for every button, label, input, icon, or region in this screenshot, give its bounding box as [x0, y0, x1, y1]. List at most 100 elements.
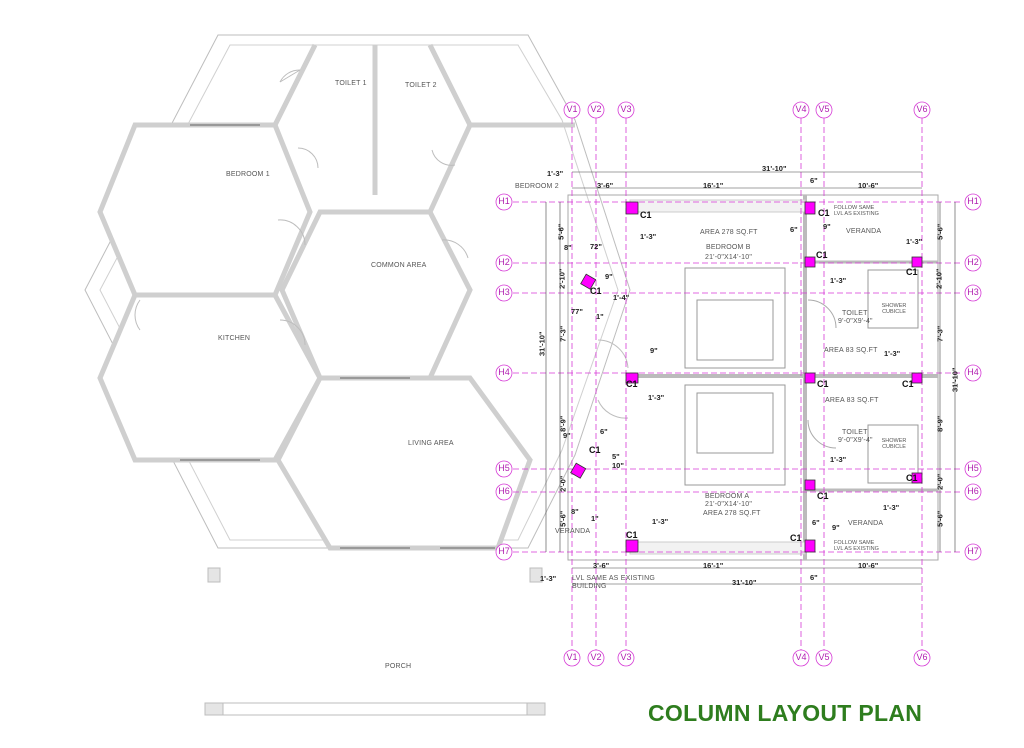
dim-top-31-10: 31'-10"	[762, 164, 787, 173]
door-swing-9	[597, 399, 629, 419]
bubble-h7-r	[964, 543, 982, 561]
bubble-v6-bot	[913, 649, 931, 667]
column-tag: C1	[626, 379, 638, 389]
column	[804, 372, 816, 384]
column	[911, 472, 923, 484]
grid-label-h4-left: H4	[498, 367, 510, 377]
grid-label-h2-right: H2	[967, 257, 979, 267]
dim-top-1-3: 1'-3"	[547, 169, 564, 178]
bubble-h1-r	[964, 193, 982, 211]
grid-label-v5-top: V5	[818, 104, 830, 114]
door-swing-6	[134, 299, 141, 331]
room-label-veranda-top: VERANDA	[846, 228, 882, 235]
bubble-v1-bot	[563, 649, 581, 667]
column-tag: C1	[790, 533, 802, 543]
dim-top-6: 6"	[810, 176, 818, 185]
grid-bubbles	[495, 101, 982, 667]
grid-label-h3-right: H3	[967, 287, 979, 297]
bubble-v6-top	[913, 101, 931, 119]
bubble-h4-l	[495, 364, 513, 382]
dim-6-b: 6"	[812, 518, 820, 527]
room-label-shower-bot: SHOWER CUBICLE	[881, 438, 907, 451]
porch-pillar-right	[529, 567, 543, 583]
column	[625, 201, 639, 215]
dim-1: 1"	[596, 312, 604, 321]
dim-8-a: 8"	[564, 243, 572, 252]
door-swing-3	[431, 149, 456, 166]
bubble-h3-r	[964, 284, 982, 302]
dimension-lines	[545, 171, 956, 585]
shower-top	[867, 269, 919, 329]
dim-1-b: 1"	[591, 514, 599, 523]
door-extension-b	[807, 299, 837, 329]
column	[580, 273, 597, 290]
door-arc-1	[279, 69, 301, 83]
room-label-toilet-top: TOILET	[842, 310, 868, 317]
dim-1-3-e: 1'-3"	[648, 393, 665, 402]
bubble-h1-l	[495, 193, 513, 211]
dim-10: 10"	[612, 461, 624, 470]
grid-label-h5-right: H5	[967, 463, 979, 473]
room-label-bedroom-a: BEDROOM A	[705, 493, 750, 500]
bubble-v2-top	[587, 101, 605, 119]
bubble-h6-l	[495, 483, 513, 501]
grid-label-h4-right: H4	[967, 367, 979, 377]
column-tag: C1	[906, 473, 918, 483]
room-label-area-278-top: AREA 278 SQ.FT	[700, 229, 758, 236]
grid-label-h7-left: H7	[498, 546, 510, 556]
dim-9-c: 9"	[832, 523, 840, 532]
dim-9-e: 9"	[563, 431, 571, 440]
column	[804, 256, 816, 268]
column-tag: C1	[817, 379, 829, 389]
dim-1-3-b: 1'-3"	[906, 237, 923, 246]
room-label-toilet-bot-size: 9'-0"X9'-4"	[838, 437, 873, 444]
grid-label-h1-left: H1	[498, 196, 510, 206]
grid-label-v3-bot: V3	[620, 652, 632, 662]
column	[911, 372, 923, 384]
dim-9-a: 9"	[823, 222, 831, 231]
dim-9-b: 9"	[650, 346, 658, 355]
dim-left-2-0: 2'-0"	[558, 475, 568, 492]
grid-label-h6-right: H6	[967, 486, 979, 496]
door-swing-1	[279, 69, 301, 83]
dim-1-4: 1'-4"	[613, 293, 630, 302]
dim-bot-6: 6"	[810, 573, 818, 582]
dim-left-2-10: 2'-10"	[557, 268, 567, 289]
door-swing-2	[297, 147, 319, 169]
column	[804, 201, 816, 215]
dim-top-10-6: 10'-6"	[858, 181, 879, 190]
room-label-veranda-bot: VERANDA	[848, 520, 884, 527]
column-tag: C1	[816, 250, 828, 260]
living-area-hex	[275, 375, 533, 551]
dim-bot-31-10: 31'-10"	[732, 578, 757, 587]
bubble-v4-top	[792, 101, 810, 119]
column	[911, 256, 923, 268]
note-lvl-same-2: BUILDING	[572, 583, 607, 590]
grid-label-v2-bot: V2	[590, 652, 602, 662]
room-label-toilet-bot: TOILET	[842, 429, 868, 436]
drawing-title: COLUMN LAYOUT PLAN	[648, 700, 923, 726]
room-label-bedroom2: BEDROOM 2	[515, 183, 559, 190]
grid-label-v4-top: V4	[795, 104, 807, 114]
dim-top-3-6: 3'-6"	[597, 181, 614, 190]
dim-left-8-9: 8'-9"	[558, 415, 568, 432]
door-swing-7	[279, 319, 306, 346]
grid-label-h7-right: H7	[967, 546, 979, 556]
dim-1-3-h: 1'-3"	[652, 517, 669, 526]
bubble-v4-bot	[792, 649, 810, 667]
bed-a	[684, 384, 786, 486]
bubble-v5-top	[815, 101, 833, 119]
toilet-wall-1	[272, 43, 318, 127]
columns	[570, 201, 923, 553]
column-tag: C1	[902, 379, 914, 389]
column-tag: C1	[589, 445, 601, 455]
grid-label-v1-bot: V1	[566, 652, 578, 662]
dim-1-3-g: 1'-3"	[883, 503, 900, 512]
dim-bot-3-6: 3'-6"	[593, 561, 610, 570]
room-label-shower-top: SHOWER CUBICLE	[881, 303, 907, 316]
dim-left-31-10: 31'-10"	[537, 331, 547, 357]
column-tag: C1	[626, 530, 638, 540]
grid-label-v4-bot: V4	[795, 652, 807, 662]
dim-right-5-6-top: 5'-6"	[935, 223, 945, 240]
